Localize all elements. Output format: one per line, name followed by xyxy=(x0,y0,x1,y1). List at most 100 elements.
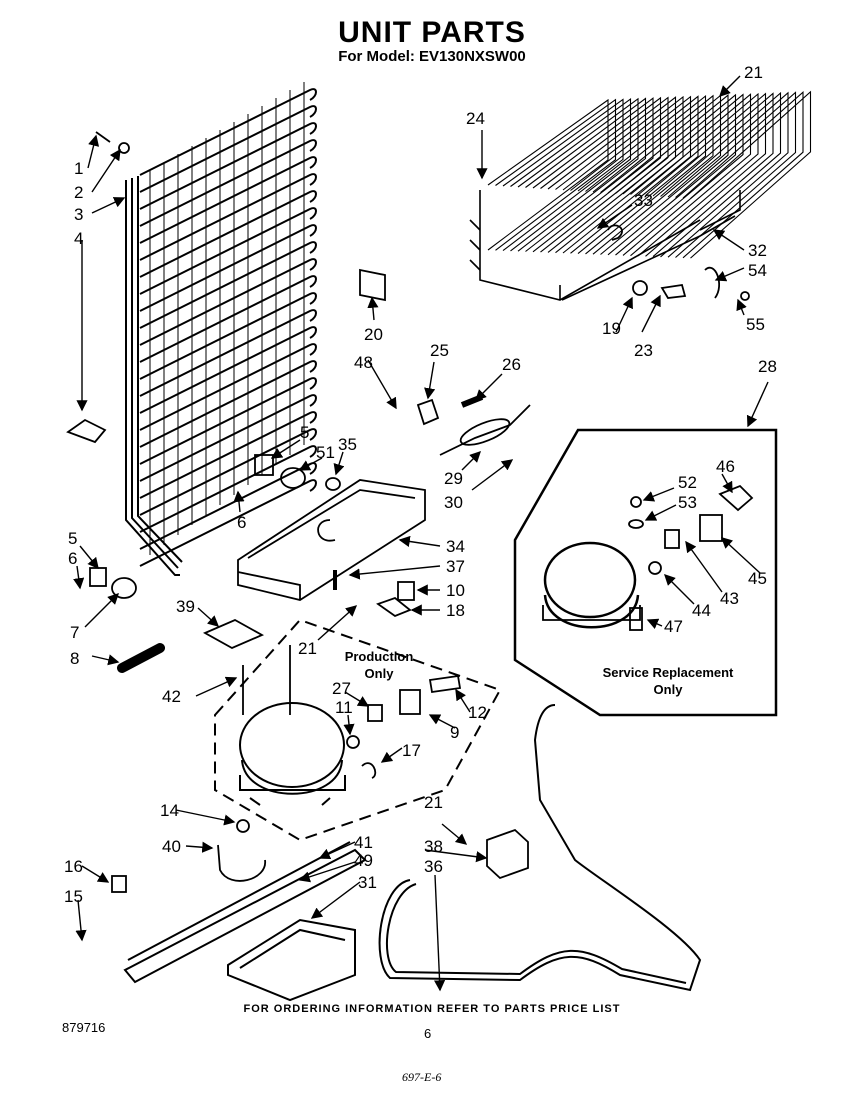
evaporator-fin xyxy=(532,97,654,253)
evaporator-fin xyxy=(622,93,744,256)
drain-pan xyxy=(237,479,426,601)
callout: 21 xyxy=(424,793,443,812)
callout: 8 xyxy=(70,649,79,668)
evaporator-fin xyxy=(562,95,684,254)
small-parts xyxy=(66,131,754,893)
callout: 25 xyxy=(430,341,449,360)
callout: 17 xyxy=(402,741,421,760)
condenser-coil-run xyxy=(139,241,317,329)
callout: 51 xyxy=(316,443,335,462)
evaporator-fin xyxy=(495,98,617,251)
callout: 16 xyxy=(64,857,83,876)
callout: 5 xyxy=(68,529,77,548)
evaporator-coil xyxy=(469,90,812,301)
callout: 21 xyxy=(744,63,763,82)
callout: 36 xyxy=(424,857,443,876)
callout: 39 xyxy=(176,597,195,616)
condenser-coil-run xyxy=(139,139,317,227)
evaporator-fin xyxy=(667,91,789,258)
callout: 43 xyxy=(720,589,739,608)
callout: 11 xyxy=(335,698,353,717)
callout: 44 xyxy=(692,601,711,620)
condenser-coil xyxy=(125,82,317,576)
condenser-coil-run xyxy=(139,292,317,380)
callout: 35 xyxy=(338,435,357,454)
condenser-coil-run xyxy=(139,258,317,346)
callout: 48 xyxy=(354,353,373,372)
callout: 23 xyxy=(634,341,653,360)
page-number: 6 xyxy=(424,1026,432,1041)
callout: 5 xyxy=(300,423,309,442)
callout: 1 xyxy=(74,159,83,178)
callout: 7 xyxy=(70,623,79,642)
callout: 15 xyxy=(64,887,83,906)
condenser-coil-run xyxy=(139,445,317,533)
callout: 26 xyxy=(502,355,521,374)
callout: 10 xyxy=(446,581,465,600)
evaporator-fin xyxy=(517,97,639,252)
condenser-coil-run xyxy=(139,343,317,431)
callout: 6 xyxy=(68,549,77,568)
evaporator-fin xyxy=(660,91,782,258)
condenser-coil-run xyxy=(139,377,317,465)
compressor xyxy=(239,702,346,806)
callout: 19 xyxy=(602,319,621,338)
condenser-coil-run xyxy=(139,173,317,261)
evaporator-fin xyxy=(525,97,647,252)
condenser-coil-run xyxy=(139,394,317,482)
ordering-note: FOR ORDERING INFORMATION REFER TO PARTS … xyxy=(243,1003,621,1015)
evaporator-fin xyxy=(487,98,609,251)
callout: 41 xyxy=(354,833,373,852)
callout: 24 xyxy=(466,109,485,128)
callout: 47 xyxy=(664,617,683,636)
document-number: 879716 xyxy=(62,1020,106,1035)
evaporator-fin xyxy=(555,96,677,254)
evaporator-fin xyxy=(510,98,632,252)
condenser-coil-run xyxy=(139,326,317,414)
condenser-coil-run xyxy=(139,224,317,312)
evaporator-fin xyxy=(690,90,812,259)
condenser-coil-run xyxy=(139,360,317,448)
callout: 20 xyxy=(364,325,383,344)
callout: 14 xyxy=(160,801,179,820)
condenser-coil-run xyxy=(139,462,317,550)
evaporator-fin xyxy=(675,91,797,258)
page-title: UNIT PARTS xyxy=(338,16,526,49)
evaporator-fin xyxy=(570,95,692,254)
evaporator-fin xyxy=(540,96,662,253)
condenser-coil-run xyxy=(139,190,317,278)
condenser-coil-run xyxy=(139,122,317,210)
callout: 49 xyxy=(354,851,373,870)
condenser-coil-run xyxy=(139,105,317,193)
callout: 18 xyxy=(446,601,465,620)
evaporator-fin xyxy=(652,92,774,258)
condenser-coil-run xyxy=(139,88,317,176)
callout: 53 xyxy=(678,493,697,512)
callout: 38 xyxy=(424,837,443,856)
handwritten-mark: 697-E-6 xyxy=(402,1070,442,1084)
evaporator-fin xyxy=(547,96,669,253)
callout: 4 xyxy=(74,229,83,248)
callout: 54 xyxy=(748,261,767,280)
callout: 37 xyxy=(446,557,465,576)
callout-numbers: 1 2 3 4 5 6 51 35 5 6 7 8 39 42 34 37 10… xyxy=(64,63,777,906)
evaporator-fin xyxy=(637,92,759,257)
callout: 6 xyxy=(237,513,246,532)
callout: 21 xyxy=(298,639,317,658)
callout: 27 xyxy=(332,679,351,698)
callout: 3 xyxy=(74,205,83,224)
callout: 29 xyxy=(444,469,463,488)
callout: 9 xyxy=(450,723,459,742)
callout: 42 xyxy=(162,687,181,706)
callout: 2 xyxy=(74,183,83,202)
leader-lines xyxy=(73,75,769,992)
model-subtitle: For Model: EV130NXSW00 xyxy=(338,48,526,65)
callout: 52 xyxy=(678,473,697,492)
condenser-coil-run xyxy=(139,479,317,567)
service-replacement-note: Service Replacement Only xyxy=(602,665,734,697)
callout: 33 xyxy=(634,191,653,210)
callout: 55 xyxy=(746,315,765,334)
condenser-coil-run xyxy=(139,275,317,363)
condenser-coil-run xyxy=(139,156,317,244)
